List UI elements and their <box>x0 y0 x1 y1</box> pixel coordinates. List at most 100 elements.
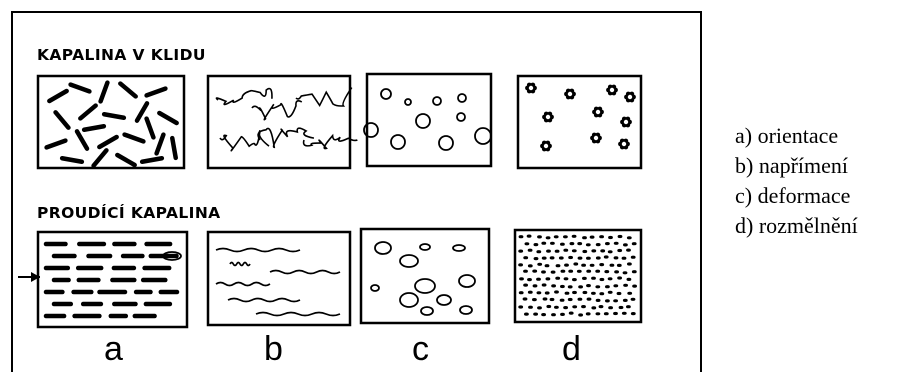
fine-particle <box>537 291 542 294</box>
fine-particle <box>555 250 560 253</box>
fine-particle <box>600 249 605 252</box>
fine-particle <box>583 291 588 294</box>
rod <box>49 91 66 101</box>
fine-particle <box>623 243 628 246</box>
fine-particle <box>554 306 559 309</box>
fine-particle <box>604 255 609 258</box>
flow-aligned-rods <box>46 244 181 316</box>
fine-particle <box>533 313 538 316</box>
rest-clusters <box>525 83 636 152</box>
fine-particle <box>578 257 583 260</box>
fine-particle <box>631 312 636 315</box>
droplet <box>405 99 411 105</box>
fine-particle <box>586 257 591 260</box>
fine-particle <box>523 270 528 273</box>
fine-particle <box>627 278 632 281</box>
cluster-core <box>610 88 614 92</box>
cluster-core <box>546 115 550 119</box>
rod <box>71 85 90 92</box>
heading-flow: PROUDÍCÍ KAPALINA <box>37 203 221 222</box>
fine-particle <box>527 235 532 238</box>
rest-droplets <box>364 89 491 150</box>
fine-particle <box>560 285 565 288</box>
fine-particle <box>623 284 628 287</box>
flow-arrow-icon <box>18 272 40 282</box>
droplet <box>475 128 491 144</box>
legend-item-c: c) deformace <box>735 181 858 211</box>
fine-particle <box>632 285 637 288</box>
deformed-droplet <box>415 279 435 293</box>
fine-particle <box>519 235 524 238</box>
fine-particle <box>608 250 613 253</box>
fine-particle <box>572 278 577 281</box>
rod <box>101 83 108 102</box>
fine-particle <box>614 256 619 259</box>
fine-particle <box>599 263 604 266</box>
fine-particle <box>546 305 551 308</box>
rod <box>94 150 107 165</box>
fine-particle <box>614 242 619 245</box>
fine-particle <box>581 305 586 308</box>
rod <box>159 113 176 123</box>
rod <box>84 126 104 129</box>
fine-particle <box>551 284 556 287</box>
droplet <box>458 94 466 102</box>
deformed-droplet <box>453 245 465 251</box>
fine-particle <box>519 277 524 280</box>
deformed-droplet <box>400 255 418 267</box>
fine-particle <box>596 256 601 259</box>
flow-dispersed-particles <box>518 235 637 317</box>
fine-particle <box>617 292 622 295</box>
fine-particle <box>582 277 587 280</box>
cluster-core <box>622 142 626 146</box>
droplet <box>416 114 430 128</box>
fine-particle <box>586 312 591 315</box>
droplet <box>391 135 405 149</box>
fine-particle <box>626 249 631 252</box>
panel-rest-c <box>367 74 491 166</box>
fine-particle <box>578 298 583 301</box>
fine-particle <box>631 298 636 301</box>
cluster-core <box>628 95 632 99</box>
fine-particle <box>617 264 622 267</box>
fine-particle <box>528 306 533 309</box>
fine-particle <box>560 299 565 302</box>
fine-particle <box>595 270 600 273</box>
fine-particle <box>563 306 568 309</box>
fine-particle <box>605 285 610 288</box>
fine-particle <box>604 312 609 315</box>
fine-particle <box>551 313 556 316</box>
fine-particle <box>608 277 613 280</box>
fine-particle <box>560 243 565 246</box>
fine-particle <box>568 270 573 273</box>
fine-particle <box>568 285 573 288</box>
fine-particle <box>534 243 539 246</box>
fine-particle <box>587 298 592 301</box>
fine-particle <box>578 313 583 316</box>
rod <box>157 135 164 154</box>
deformed-droplet <box>400 293 418 307</box>
fine-particle <box>632 242 637 245</box>
fine-particle <box>523 256 528 259</box>
fine-particle <box>554 290 559 293</box>
fine-particle <box>541 313 546 316</box>
coil <box>216 89 272 105</box>
fine-particle <box>627 236 632 239</box>
fine-particle <box>541 242 546 245</box>
fine-particle <box>590 264 595 267</box>
fine-particle <box>542 257 547 260</box>
fine-particle <box>563 249 568 252</box>
fine-particle <box>528 249 533 252</box>
rod <box>142 158 162 161</box>
fine-particle <box>524 313 529 316</box>
fine-particle <box>608 306 613 309</box>
fine-particle <box>599 305 604 308</box>
rod <box>125 135 144 142</box>
fine-particle <box>605 242 610 245</box>
fine-particle <box>528 291 533 294</box>
straight-chain <box>216 249 300 252</box>
fine-particle <box>577 270 582 273</box>
fine-particle <box>568 256 573 259</box>
fine-particle <box>582 250 587 253</box>
cluster-core <box>624 120 628 124</box>
